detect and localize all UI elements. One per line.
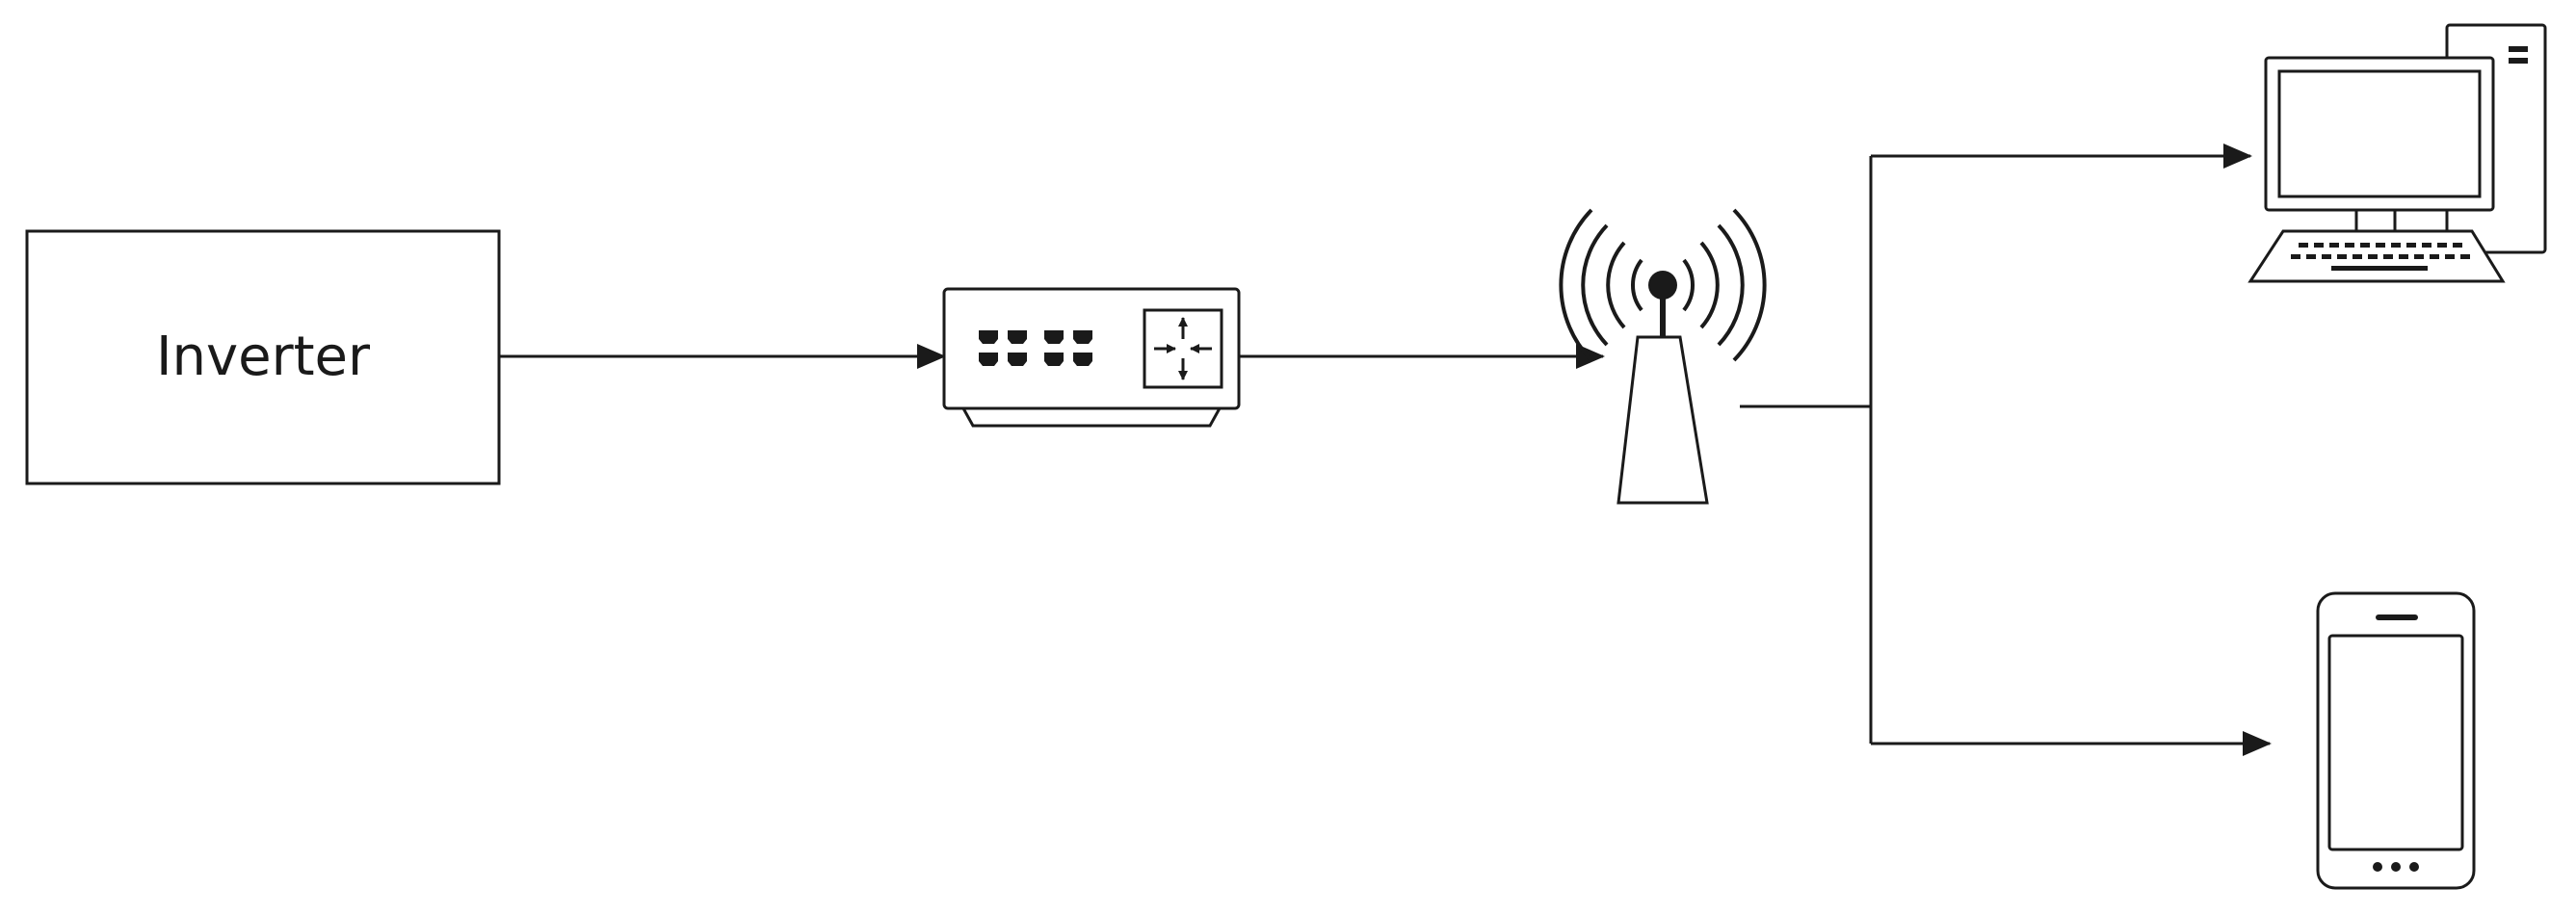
inverter-box xyxy=(25,229,501,485)
antenna-tower-icon[interactable] xyxy=(1559,208,1767,505)
edge-antenna-branch xyxy=(1740,156,1873,744)
router-symbol xyxy=(1143,308,1223,389)
smartphone-icon[interactable] xyxy=(2316,591,2476,890)
switch-ports xyxy=(979,330,1092,366)
radio-waves-right xyxy=(1682,208,1767,362)
phone-screen xyxy=(2327,634,2464,851)
radio-waves-left xyxy=(1559,208,1643,362)
desktop-computer-icon[interactable] xyxy=(2247,23,2547,283)
network-switch-icon[interactable] xyxy=(942,287,1241,428)
inverter-node[interactable]: Inverter xyxy=(25,229,501,485)
inverter-label: Inverter xyxy=(156,326,371,388)
